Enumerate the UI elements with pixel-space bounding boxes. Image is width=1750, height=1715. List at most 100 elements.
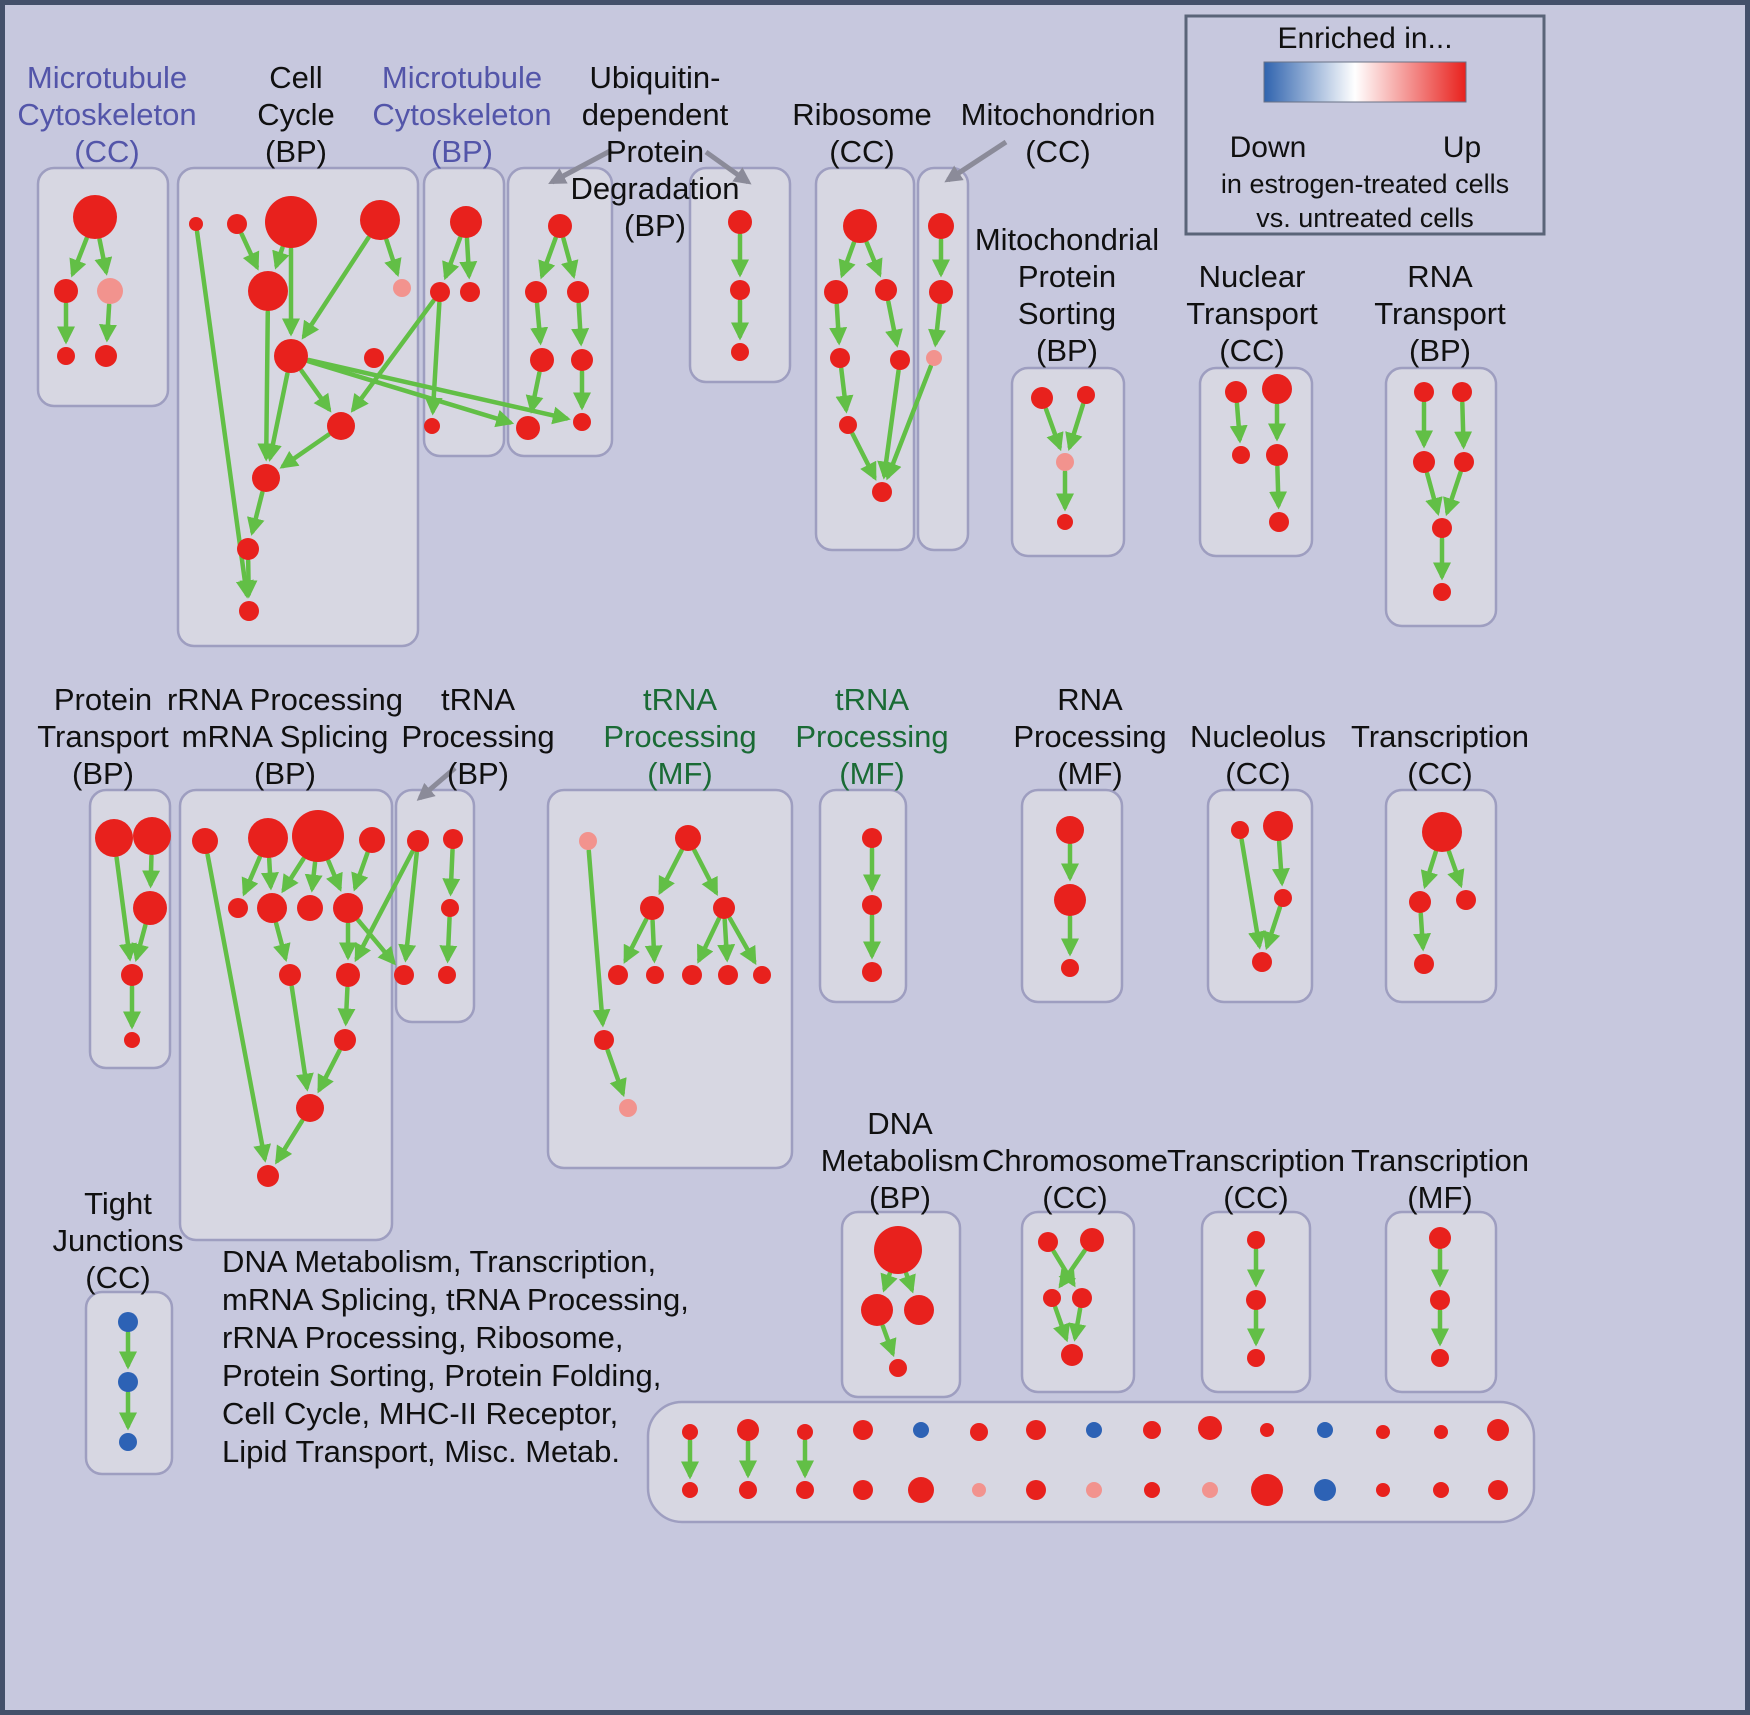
go-node bbox=[926, 350, 942, 366]
cluster-label-line: Metabolism bbox=[821, 1143, 980, 1178]
edge-arrow bbox=[898, 1271, 916, 1294]
edge-arrow bbox=[337, 985, 356, 1027]
go-node bbox=[1274, 889, 1292, 907]
cluster-label-line: Transcription bbox=[1351, 1143, 1529, 1178]
cluster-label-line: (CC) bbox=[1025, 134, 1090, 169]
label-pointer-arrow bbox=[944, 139, 1008, 183]
edge-arrow bbox=[424, 300, 443, 416]
cluster-box bbox=[840, 1210, 962, 1399]
cluster-label: Transcription(CC) bbox=[1167, 1143, 1345, 1215]
go-node bbox=[274, 339, 308, 373]
edge-arrow bbox=[885, 299, 903, 348]
go-node bbox=[1246, 1290, 1266, 1310]
go-node bbox=[1269, 512, 1289, 532]
go-node bbox=[54, 279, 78, 303]
go-node bbox=[640, 896, 664, 920]
go-node bbox=[336, 963, 360, 987]
cluster-label-line: Transport bbox=[37, 719, 169, 754]
go-node bbox=[1432, 518, 1452, 538]
go-node bbox=[573, 413, 591, 431]
go-node bbox=[530, 348, 554, 372]
cluster-label-line: Microtubule bbox=[27, 60, 187, 95]
go-node bbox=[1266, 444, 1288, 466]
go-node bbox=[843, 209, 877, 243]
go-node bbox=[1026, 1480, 1046, 1500]
cluster-label-line: Processing bbox=[401, 719, 554, 754]
go-node bbox=[571, 349, 593, 371]
go-node bbox=[248, 271, 288, 311]
go-node bbox=[853, 1420, 873, 1440]
cluster-label: Mitochondrion(CC) bbox=[961, 97, 1156, 169]
edge-arrow bbox=[131, 923, 149, 962]
go-node bbox=[797, 1424, 813, 1440]
go-node bbox=[853, 1480, 873, 1500]
cluster-label-line: Processing bbox=[795, 719, 948, 754]
go-node bbox=[608, 965, 628, 985]
label-pointer-arrow bbox=[548, 147, 614, 185]
go-node bbox=[646, 966, 664, 984]
go-node bbox=[890, 350, 910, 370]
edge-arrow bbox=[1068, 1306, 1087, 1342]
edge-arrow bbox=[326, 858, 343, 892]
edge-arrow bbox=[1413, 911, 1432, 952]
go-node bbox=[1057, 514, 1073, 530]
legend-box bbox=[1184, 14, 1546, 236]
go-node bbox=[1143, 1421, 1161, 1439]
go-node bbox=[118, 1312, 138, 1332]
go-node bbox=[333, 893, 363, 923]
go-node bbox=[407, 830, 429, 852]
go-node bbox=[228, 898, 248, 918]
go-node bbox=[1317, 1422, 1333, 1438]
cluster-label-line: Mitochondrion bbox=[961, 97, 1156, 132]
go-node bbox=[257, 893, 287, 923]
go-node bbox=[1413, 451, 1435, 473]
go-node bbox=[460, 282, 480, 302]
misc-text-line: rRNA Processing, Ribosome, bbox=[222, 1320, 623, 1355]
edge-arrow bbox=[398, 850, 420, 963]
cluster-label-line: Microtubule bbox=[382, 60, 542, 95]
cluster-label-line: (BP) bbox=[265, 134, 327, 169]
edge-arrow bbox=[350, 298, 436, 413]
go-node bbox=[133, 817, 171, 855]
go-node bbox=[548, 214, 572, 238]
edge-arrow bbox=[1239, 837, 1266, 950]
go-node bbox=[1247, 1231, 1265, 1249]
cluster-box bbox=[1198, 366, 1314, 558]
edge-arrow bbox=[1269, 464, 1288, 510]
go-node bbox=[1077, 386, 1095, 404]
go-node bbox=[753, 966, 771, 984]
go-node bbox=[516, 416, 540, 440]
cluster-label-line: (CC) bbox=[829, 134, 894, 169]
go-node bbox=[1376, 1425, 1390, 1439]
edge-arrow bbox=[879, 1323, 897, 1358]
go-node bbox=[192, 828, 218, 854]
cluster-label-line: Cycle bbox=[257, 97, 335, 132]
go-node bbox=[928, 213, 954, 239]
edge-arrow bbox=[306, 357, 571, 425]
edge-arrow bbox=[194, 229, 254, 599]
legend-up-label: Up bbox=[1443, 131, 1481, 164]
cluster-label-line: tRNA bbox=[441, 682, 515, 717]
go-node bbox=[525, 281, 547, 303]
cluster-label-line: Tight bbox=[84, 1186, 152, 1221]
go-node bbox=[1414, 954, 1434, 974]
misc-text-line: mRNA Splicing, tRNA Processing, bbox=[222, 1282, 689, 1317]
edge-arrow bbox=[692, 848, 719, 896]
legend-down-label: Down bbox=[1230, 131, 1307, 164]
go-node bbox=[73, 195, 117, 239]
edge-arrow bbox=[829, 302, 848, 346]
cluster-label-line: Transcription bbox=[1167, 1143, 1345, 1178]
edge-arrow bbox=[239, 558, 258, 599]
go-node bbox=[682, 1482, 698, 1498]
go-node bbox=[279, 964, 301, 986]
cluster-label-line: (BP) bbox=[869, 1180, 931, 1215]
go-node bbox=[872, 482, 892, 502]
go-node bbox=[619, 1099, 637, 1117]
go-node bbox=[360, 200, 400, 240]
edge-arrow bbox=[205, 852, 272, 1163]
go-node bbox=[730, 280, 750, 300]
go-node bbox=[292, 810, 344, 862]
